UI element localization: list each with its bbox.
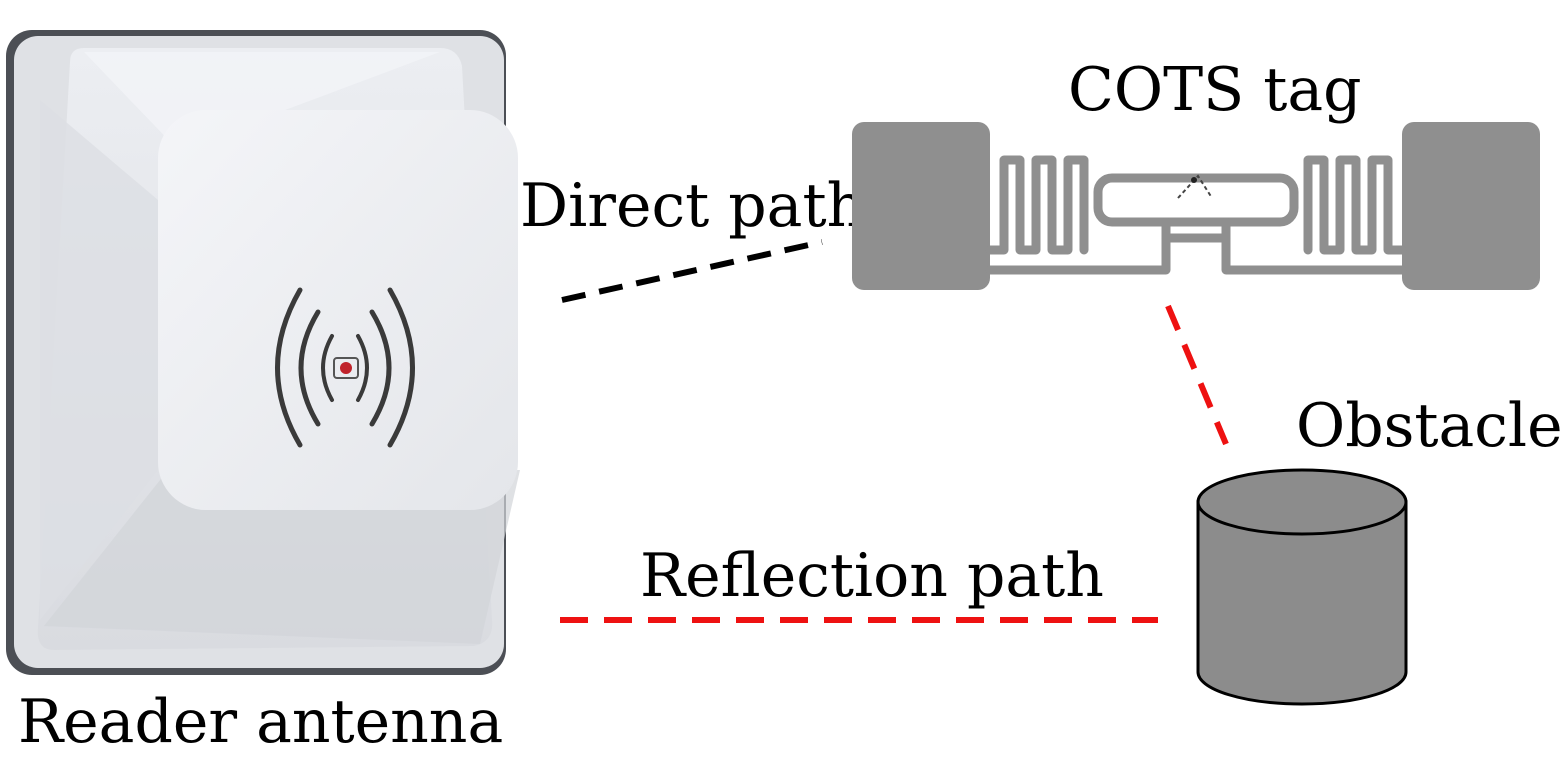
obstacle-label: Obstacle — [1296, 391, 1563, 461]
reader-antenna-icon — [6, 30, 520, 675]
reflection-path-label: Reflection path — [640, 541, 1104, 611]
direct-path-label: Direct path — [520, 171, 865, 241]
signal-waves-icon — [275, 287, 415, 448]
brand-logo-icon — [333, 357, 359, 379]
direct-path-line — [561, 239, 823, 303]
cylinder-icon — [1196, 468, 1408, 706]
reader-antenna-label: Reader antenna — [18, 687, 503, 757]
uhf-rfid-tag-icon — [852, 122, 1540, 290]
tag-to-obstacle-path-line — [1165, 304, 1229, 446]
cots-tag-label: COTS tag — [1068, 55, 1362, 125]
tag-chip-icon — [1177, 174, 1213, 199]
